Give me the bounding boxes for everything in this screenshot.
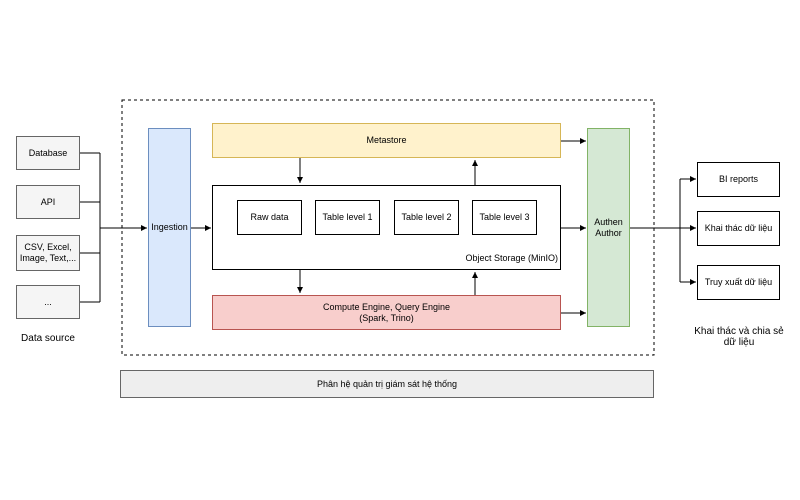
source-more: ... xyxy=(16,285,80,319)
object-storage-label: Object Storage (MinIO) xyxy=(465,253,558,263)
source-files: CSV, Excel, Image, Text,... xyxy=(16,235,80,271)
ingestion-block: Ingestion xyxy=(148,128,191,327)
source-bracket xyxy=(80,152,101,303)
metastore-block: Metastore xyxy=(212,123,561,158)
compute-engine-block: Compute Engine, Query Engine (Spark, Tri… xyxy=(212,295,561,330)
auth-block: Authen Author xyxy=(587,128,630,327)
table-level-3: Table level 3 xyxy=(472,200,537,235)
table-level-1: Table level 1 xyxy=(315,200,380,235)
compute-engine-title: Compute Engine, Query Engine xyxy=(322,301,451,312)
output-fan xyxy=(630,179,681,282)
table-raw-data: Raw data xyxy=(237,200,302,235)
output-truy-xuat: Truy xuất dữ liệu xyxy=(697,265,780,300)
output-khai-thac: Khai thác dữ liệu xyxy=(697,211,780,246)
table-level-2: Table level 2 xyxy=(394,200,459,235)
data-source-caption: Data source xyxy=(21,333,75,344)
outputs-caption: Khai thác và chia sẻ dữ liệu xyxy=(694,326,784,348)
compute-engine-subtitle: (Spark, Trino) xyxy=(359,312,414,323)
source-api: API xyxy=(16,185,80,219)
monitoring-block: Phân hệ quản trị giám sát hệ thống xyxy=(120,370,654,398)
output-bi-reports: BI reports xyxy=(697,162,780,197)
source-database: Database xyxy=(16,136,80,170)
